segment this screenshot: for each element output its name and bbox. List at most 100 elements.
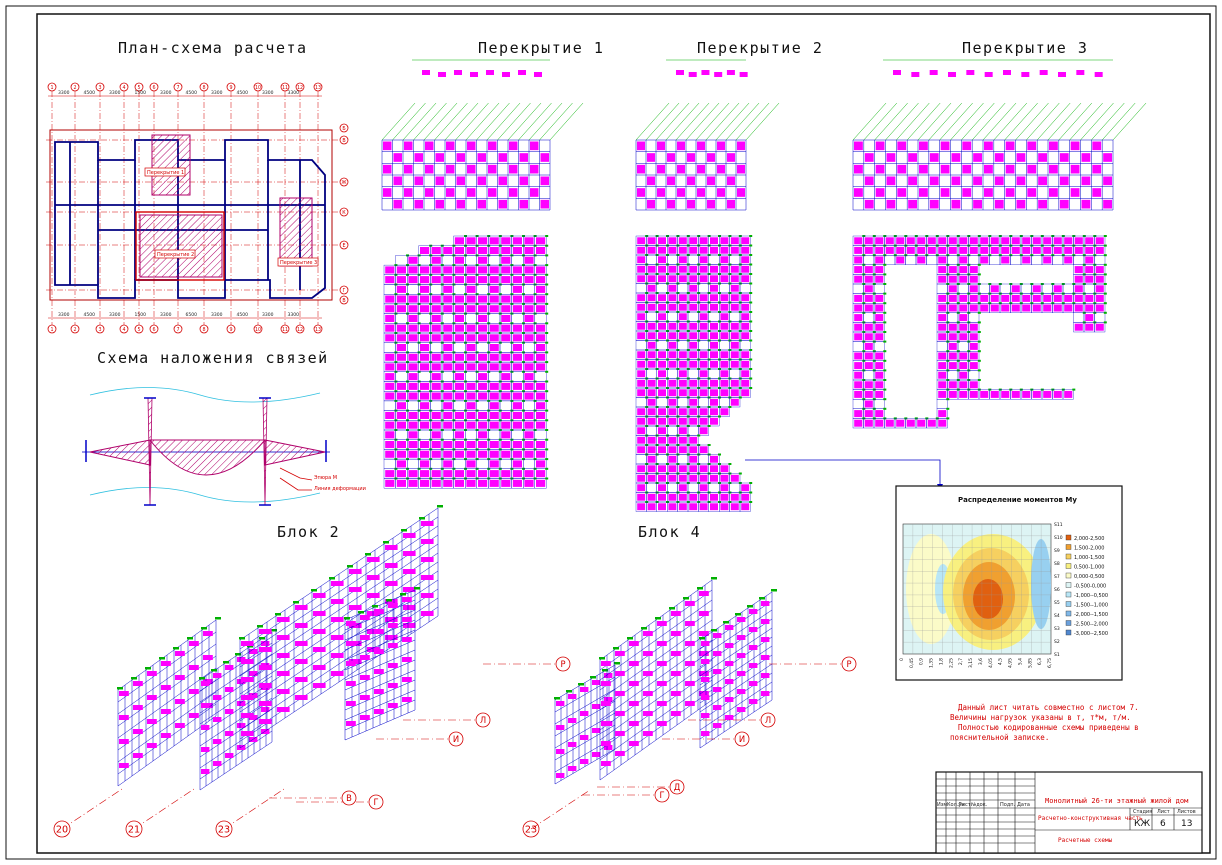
element-number-box [431, 382, 441, 390]
element-number-box [501, 431, 511, 439]
element-number-box [119, 739, 129, 744]
mesh-cell [418, 371, 431, 382]
element-number-box [1094, 72, 1103, 77]
element-number-box [512, 276, 522, 284]
element-number-box [420, 450, 430, 458]
element-number-box [331, 581, 344, 586]
element-number-box [864, 294, 873, 302]
element-number-box [431, 247, 441, 255]
element-number-box [864, 275, 873, 283]
element-number-box [720, 303, 729, 311]
element-number-box [478, 247, 488, 255]
element-number-box [454, 256, 464, 264]
element-number-box [396, 392, 406, 400]
element-number-box [637, 246, 646, 254]
tb-section: Расчетно-конструктивная часть [1038, 815, 1143, 822]
node-number [883, 321, 887, 324]
element-number-box [725, 625, 734, 630]
element-number-box [637, 265, 646, 273]
element-number-box [203, 631, 213, 636]
element-number-box [524, 266, 534, 274]
element-number-box [647, 294, 656, 302]
element-number-box [658, 322, 666, 330]
element-number-box [1038, 153, 1047, 162]
element-number-box [524, 305, 534, 313]
element-number-box [948, 266, 957, 274]
element-number-box [980, 237, 989, 245]
element-number-box [710, 455, 718, 463]
element-number-box [720, 370, 729, 378]
element-number-box [396, 411, 406, 419]
element-number-box [241, 659, 254, 664]
element-number-box [466, 247, 476, 255]
element-number-box [657, 701, 667, 706]
element-number-box [1095, 275, 1104, 283]
element-number-box [741, 351, 750, 359]
plan-axis-right-4: К [342, 210, 346, 216]
element-number-box [367, 575, 380, 580]
element-number-box [980, 390, 989, 398]
element-number-box [443, 344, 453, 352]
element-number-box [225, 709, 234, 714]
element-number-box [741, 493, 750, 501]
plan-label-1-box [144, 167, 186, 177]
mesh-line [863, 102, 898, 141]
element-number-box [438, 72, 446, 77]
element-number-box [189, 713, 199, 718]
element-number-box [478, 363, 488, 371]
mesh-cell [1052, 255, 1064, 265]
mesh-line [885, 102, 919, 141]
element-number-box [1095, 304, 1104, 312]
element-number-box [259, 647, 272, 652]
node-number [749, 282, 753, 285]
element-number-box [730, 493, 739, 501]
element-number-box [518, 70, 526, 75]
element-number-box [678, 493, 687, 501]
mesh-line [518, 102, 552, 141]
element-number-box [689, 332, 698, 340]
block4-axis-И-circle [734, 731, 750, 747]
element-number-box [875, 352, 884, 360]
element-number-box [737, 164, 745, 174]
element-number-box [225, 665, 234, 670]
mesh-cell [635, 283, 647, 294]
node-number [723, 621, 729, 624]
element-number-box [707, 176, 715, 186]
plan-outline [49, 129, 333, 301]
plan-dim-top: 4500 [84, 90, 96, 96]
mesh-cell [698, 425, 709, 436]
element-number-box [710, 379, 718, 387]
element-number-box [948, 246, 957, 254]
element-number-box [385, 382, 395, 390]
axis-line [530, 789, 591, 830]
element-number-box [443, 285, 453, 293]
element-number-box [908, 199, 917, 209]
element-number-box [678, 389, 687, 397]
element-number-box [454, 305, 464, 313]
mesh-cell [453, 342, 466, 353]
node-number [545, 409, 549, 412]
element-number-box [969, 352, 978, 360]
element-number-box [668, 351, 677, 359]
element-number-box [854, 256, 863, 264]
element-number-box [699, 591, 709, 596]
mesh-cell [430, 342, 443, 353]
element-number-box [431, 450, 441, 458]
element-number-box [431, 256, 441, 264]
element-number-box [678, 379, 687, 387]
element-number-box [864, 381, 873, 389]
element-number-box [536, 237, 546, 245]
element-number-box [671, 711, 681, 716]
element-number-box [524, 470, 534, 478]
element-number-box [959, 333, 968, 341]
element-number-box [668, 389, 677, 397]
mesh-cell [708, 254, 720, 265]
node-number [201, 627, 207, 630]
element-number-box [604, 673, 613, 678]
element-number-box [501, 247, 511, 255]
mesh-cell [1094, 255, 1106, 265]
element-number-box [512, 441, 522, 449]
element-number-box [1092, 141, 1102, 151]
mesh-cell [383, 458, 396, 469]
node-number [545, 438, 549, 441]
